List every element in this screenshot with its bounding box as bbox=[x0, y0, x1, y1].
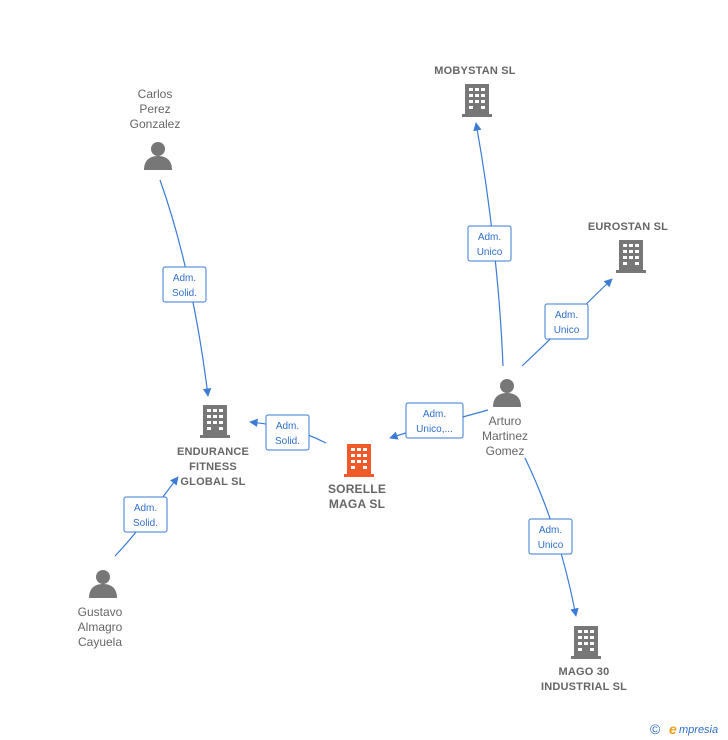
company-name-line: MAGA SL bbox=[329, 497, 385, 511]
building-icon bbox=[616, 240, 646, 273]
company-node-eurostan[interactable]: EUROSTAN SL bbox=[588, 221, 668, 273]
person-icon bbox=[144, 142, 172, 170]
person-node-arturo[interactable]: Arturo Martinez Gomez bbox=[482, 379, 528, 458]
edge-label-line: Adm. bbox=[423, 409, 446, 420]
edge-label-line: Adm. bbox=[478, 232, 501, 243]
person-name-line: Carlos bbox=[138, 87, 173, 101]
person-icon bbox=[89, 570, 117, 598]
brand-initial: e bbox=[669, 721, 677, 737]
person-name-line: Perez bbox=[139, 102, 170, 116]
company-name-line: GLOBAL SL bbox=[180, 476, 245, 488]
edge-label[interactable]: Adm. Solid. bbox=[162, 266, 207, 303]
person-name-line: Gomez bbox=[486, 444, 525, 458]
edge-label[interactable]: Adm. Solid. bbox=[265, 414, 310, 451]
edge-label-line: Solid. bbox=[133, 518, 158, 529]
person-name-line: Gustavo bbox=[78, 605, 123, 619]
company-name-line: MAGO 30 bbox=[559, 666, 610, 678]
person-icon bbox=[493, 379, 521, 407]
company-node-mago[interactable]: MAGO 30 INDUSTRIAL SL bbox=[541, 626, 627, 693]
edge-label-line: Adm. bbox=[173, 273, 196, 284]
edge-label[interactable]: Adm. Unico bbox=[467, 225, 512, 262]
edge-label-line: Adm. bbox=[555, 310, 578, 321]
edge-label-line: Unico bbox=[477, 247, 503, 258]
edge-label-line: Solid. bbox=[172, 288, 197, 299]
brand-footer: © e mpresia bbox=[650, 721, 718, 737]
company-node-endurance[interactable]: ENDURANCE FITNESS GLOBAL SL bbox=[177, 405, 249, 488]
brand-name: mpresia bbox=[679, 724, 718, 736]
edge-label-line: Unico bbox=[538, 540, 564, 551]
edge-label[interactable]: Adm. Unico,... bbox=[405, 402, 464, 439]
edge-label-line: Adm. bbox=[276, 421, 299, 432]
person-node-gustavo[interactable]: Gustavo Almagro Cayuela bbox=[78, 570, 123, 649]
copyright-symbol: © bbox=[650, 721, 661, 737]
edge-label[interactable]: Adm. Unico bbox=[528, 518, 573, 555]
company-node-mobystan[interactable]: MOBYSTAN SL bbox=[434, 65, 516, 117]
company-name-line: ENDURANCE bbox=[177, 446, 249, 458]
company-name-line: SORELLE bbox=[328, 482, 386, 496]
company-name-line: MOBYSTAN SL bbox=[434, 65, 516, 77]
person-node-carlos[interactable]: Carlos Perez Gonzalez bbox=[130, 87, 181, 170]
person-name-line: Gonzalez bbox=[130, 117, 181, 131]
building-icon-focus bbox=[344, 444, 374, 477]
edge-label-line: Unico bbox=[554, 325, 580, 336]
person-name-line: Cayuela bbox=[78, 635, 122, 649]
edge-label-line: Solid. bbox=[275, 436, 300, 447]
person-name-line: Arturo bbox=[489, 414, 522, 428]
building-icon bbox=[200, 405, 230, 438]
person-name-line: Martinez bbox=[482, 429, 528, 443]
company-name-line: EUROSTAN SL bbox=[588, 221, 668, 233]
company-node-sorelle[interactable]: SORELLE MAGA SL bbox=[328, 444, 386, 511]
company-name-line: INDUSTRIAL SL bbox=[541, 681, 627, 693]
edge-label-line: Unico,... bbox=[416, 424, 453, 435]
company-name-line: FITNESS bbox=[189, 461, 237, 473]
building-icon bbox=[571, 626, 601, 659]
building-icon bbox=[462, 84, 492, 117]
edge-label[interactable]: Adm. Solid. bbox=[123, 496, 168, 533]
edge-label-line: Adm. bbox=[134, 503, 157, 514]
edge-label-line: Adm. bbox=[539, 525, 562, 536]
edge-label[interactable]: Adm. Unico bbox=[544, 303, 589, 340]
person-name-line: Almagro bbox=[78, 620, 123, 634]
